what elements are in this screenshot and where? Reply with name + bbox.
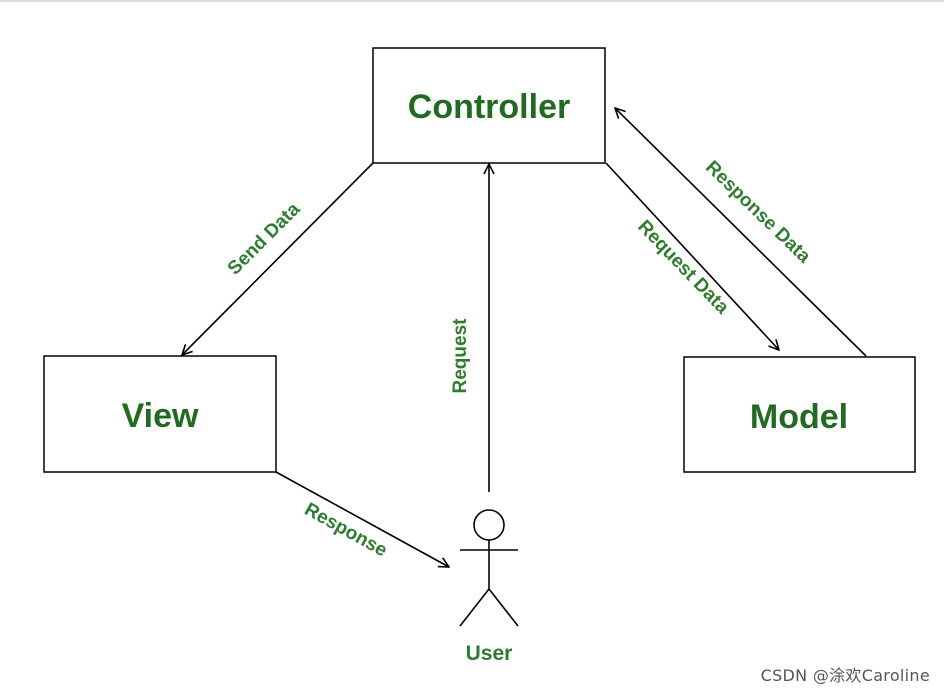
view-node: View [43,355,277,473]
request-label: Request [450,318,471,394]
request-data-arrow [605,162,779,350]
controller-label: Controller [408,88,570,126]
request-data-label: Request Data [633,216,733,318]
model-node: Model [683,356,916,473]
model-label: Model [750,398,848,436]
response-arrow [275,471,449,567]
user-actor-icon [459,509,519,627]
send-data-arrow [182,162,374,355]
controller-node: Controller [372,47,606,164]
response-data-arrow [615,108,867,357]
watermark-text: CSDN @涂欢Caroline [760,666,930,685]
user-label: User [466,642,513,665]
top-border [0,0,944,2]
response-label: Response [301,499,391,561]
view-label: View [122,397,199,435]
response-data-label: Response Data [701,157,815,268]
send-data-label: Send Data [224,199,305,280]
